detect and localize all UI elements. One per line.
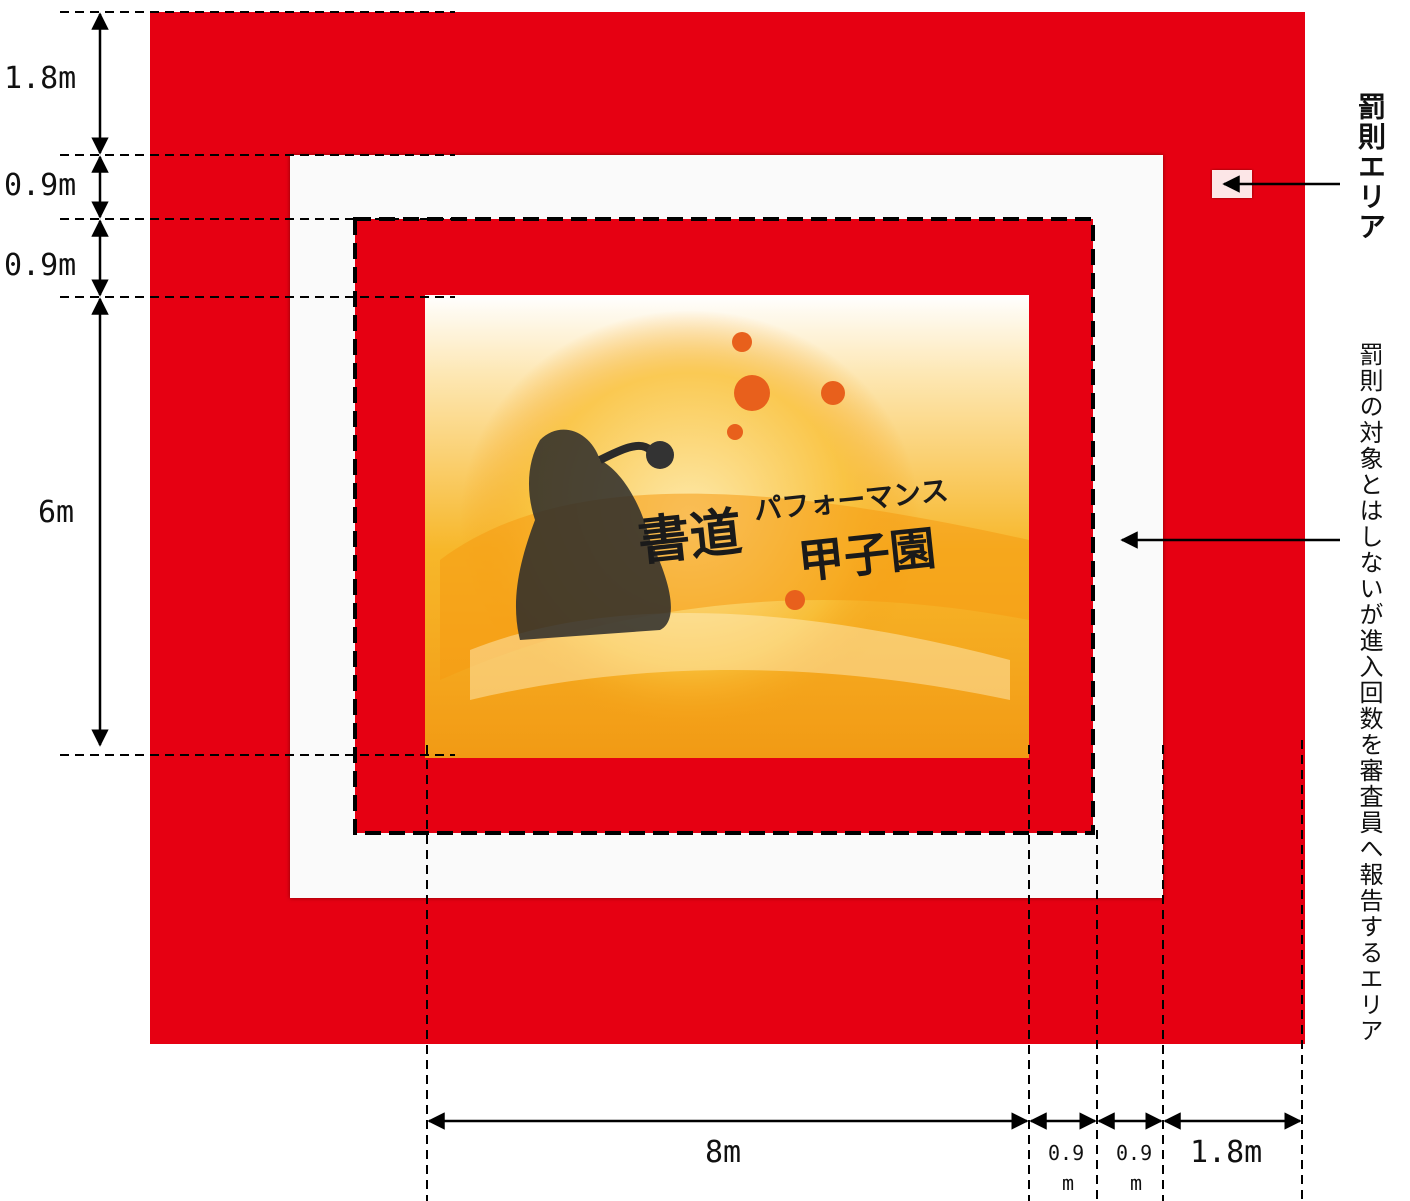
dim-right-inner-b: m <box>1062 1171 1074 1195</box>
dim-right-white-a: 0.9 <box>1116 1141 1152 1165</box>
stage-logo-image: 書道 パフォーマンス 甲子園 <box>425 295 1029 758</box>
dim-top-outer: 1.8m <box>4 61 76 96</box>
dim-stage-height: 6m <box>38 495 74 530</box>
dim-stage-width: 8m <box>705 1135 741 1170</box>
label-pointer-arrows <box>1120 170 1340 549</box>
inner-dashed-border <box>353 217 1095 835</box>
dim-top-white: 0.9m <box>4 168 76 203</box>
dim-right-outer: 1.8m <box>1190 1135 1262 1170</box>
dim-right-inner-a: 0.9 <box>1048 1141 1084 1165</box>
logo-text-1: 書道 <box>635 501 745 573</box>
report-area-label: 罰則の対象とはしないが進入回数を審査員へ報告するエリア <box>1355 342 1383 1044</box>
penalty-area-label: 罰則エリア <box>1354 92 1387 242</box>
left-guide-lines <box>60 11 455 756</box>
dim-right-white-b: m <box>1130 1171 1142 1195</box>
bottom-guide-lines <box>426 740 1303 1201</box>
dim-top-inner: 0.9m <box>4 248 76 283</box>
